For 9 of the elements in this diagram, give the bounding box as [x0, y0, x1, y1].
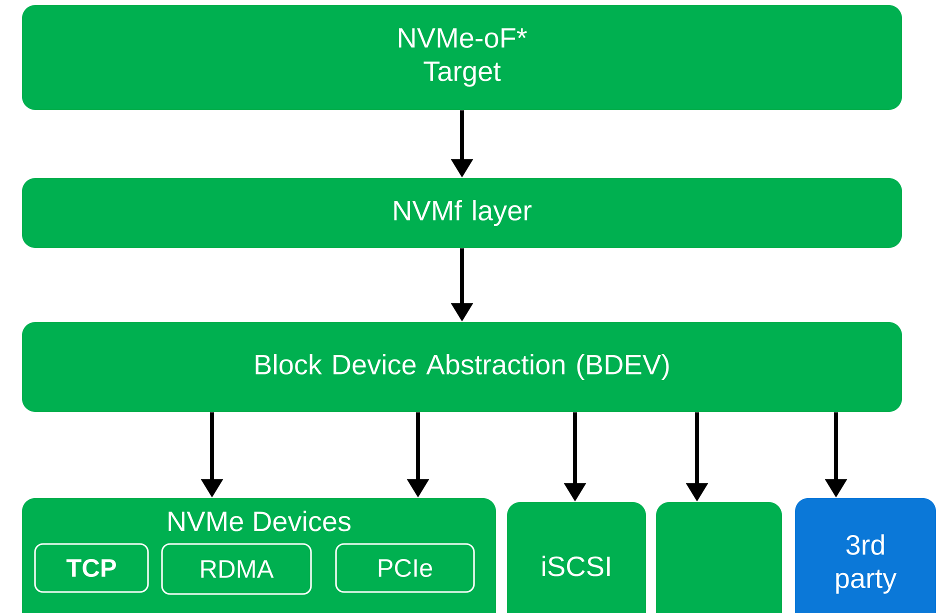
layer-box: NVMf layer — [22, 178, 902, 248]
protocol-box: PCIe — [335, 543, 475, 593]
layer-box: NVMe-oF* Target — [22, 5, 902, 110]
layer-box: iSCSI — [507, 502, 646, 613]
protocol-box: TCP — [34, 543, 149, 593]
layer-box: Block Device Abstraction (BDEV) — [22, 322, 902, 412]
empty-box — [656, 502, 782, 613]
layer-box: 3rd party — [795, 498, 936, 613]
protocol-box: RDMA — [161, 543, 312, 595]
